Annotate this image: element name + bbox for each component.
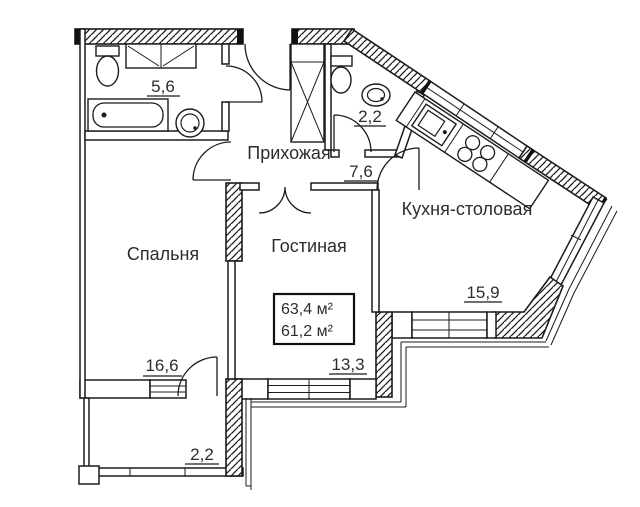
wall-top-left [74,28,244,45]
wall-bathroom-right [221,43,230,65]
wall-cap [237,29,243,44]
wall-pier-bedroom [225,182,243,262]
living-area-value: 61,2 м² [281,323,334,340]
hallway-label: Прихожая [247,143,330,163]
kitchen-label: Кухня-столовая [402,199,533,219]
living-area: 13,3 [331,355,364,374]
bathroom-door [225,65,263,103]
window-glass-line [268,379,350,399]
hallway-area: 7,6 [349,162,373,181]
bedroom-door [192,141,232,181]
living-label: Гостиная [271,236,347,256]
wall-living-bottom [349,378,377,400]
glazing-ticks [129,468,186,476]
window-bedroom [149,379,187,399]
outer-contour [251,341,549,408]
wall-wc-left [324,43,332,151]
bathroom-area: 5,6 [151,77,175,96]
washing-machine-icon [125,43,197,69]
wall-bedroom-bottom [79,379,151,399]
kitchen-door [376,147,420,191]
wall-corner-kitchen [493,275,564,339]
bathroom-fixtures [87,43,205,138]
kitchen-counter [395,91,550,210]
wall-hallway-bottom [310,182,379,191]
window-glass-line [425,86,530,157]
balcony [78,378,244,485]
bathtub-icon [87,98,169,132]
exterior-walls [74,27,618,490]
balcony-area: 2,2 [190,445,214,464]
wall-bathroom-right [221,101,230,132]
window-ticks [455,103,499,140]
total-area-value: 63,4 м² [281,301,334,318]
wall-bathroom-bottom [84,130,229,141]
wc-area: 2,2 [358,107,382,126]
outer-contour-step [245,398,252,490]
bedroom-area: 16,6 [145,356,178,375]
wall-cap [292,29,298,44]
balcony-door [177,356,218,397]
wall-hallway-bottom [239,182,260,191]
labels: Спальня 16,6 Прихожая 7,6 Гостиная 13,3 … [127,77,533,465]
wall-left [79,28,86,399]
balcony-foot [78,465,100,485]
window-glass-line [412,312,487,338]
window-glass-line [555,199,599,283]
wall-pier-balcony [225,378,243,477]
stove-icon [457,135,496,172]
summary-border [272,292,356,346]
balcony-glazing [83,467,244,477]
wc-fixtures [330,55,391,107]
wc-sink-icon [361,83,391,107]
wardrobe [290,43,325,143]
outer-contour-diagonal [545,205,618,346]
area-summary-box: 63,4 м² 61,2 м² [272,292,356,346]
wall-bedroom-living [227,260,236,380]
pedestal-sink-icon [175,108,205,138]
wc-toilet-icon [330,55,353,94]
kitchen-sink-icon [410,103,458,147]
entrance-door [244,43,291,91]
wall-kitchen-bottom [391,311,413,339]
balcony-wall-left [83,397,90,473]
kitchen-area: 15,9 [466,283,499,302]
toilet-icon [95,45,120,87]
window-tick [570,234,582,241]
bedroom-label: Спальня [127,244,199,264]
wall-kitchen-bottom [486,311,497,339]
wall-diagonal-upper [342,27,432,95]
wall-pier [375,311,393,398]
wall-wc-bottom [330,149,340,158]
wall-cap [75,29,81,44]
wall-kitchen-left [371,189,380,313]
window-glass-line [150,385,186,393]
living-double-door [258,186,312,214]
wall-wc-bottom [364,149,399,158]
